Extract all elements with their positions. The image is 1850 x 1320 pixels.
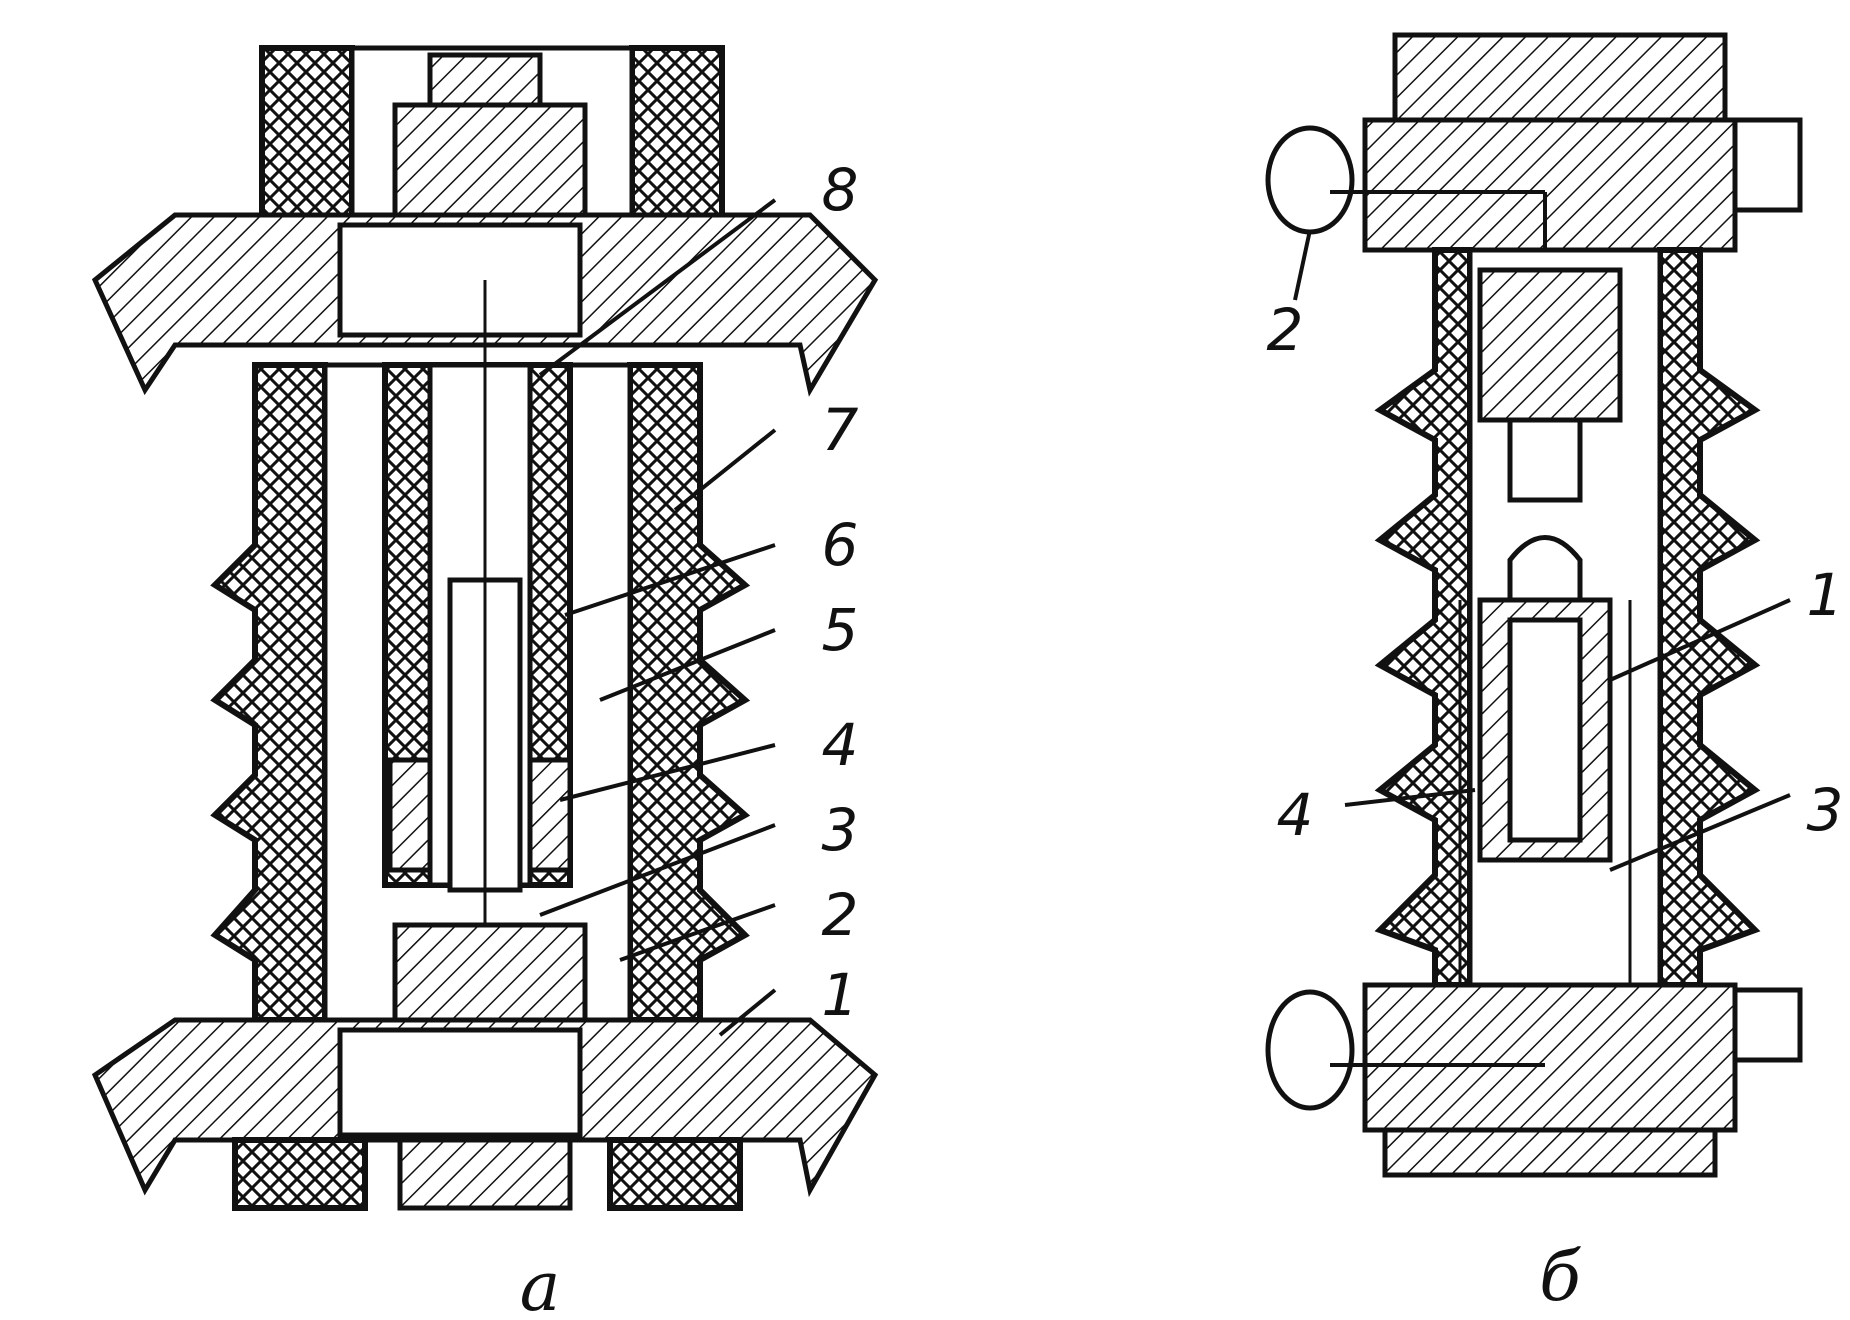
bottom-insulator-left bbox=[232, 1137, 368, 1211]
figure-a: 8 7 6 5 4 3 2 1 а bbox=[91, 45, 879, 1320]
leader-b-3 bbox=[1609, 793, 1791, 872]
left-shed-body bbox=[1374, 247, 1473, 988]
label-6: 6 bbox=[822, 511, 859, 579]
bottom-insulator-right bbox=[607, 1137, 743, 1211]
leader-b-4 bbox=[1344, 788, 1476, 807]
label-3: 3 bbox=[822, 796, 859, 864]
right-shed-body bbox=[1657, 247, 1761, 988]
caption-b: б bbox=[1539, 1238, 1581, 1317]
label-7: 7 bbox=[822, 396, 859, 464]
upper-contact bbox=[1477, 267, 1623, 423]
bottom-flange-bore bbox=[337, 1027, 583, 1138]
leader-3 bbox=[539, 823, 776, 917]
leader-4 bbox=[559, 743, 776, 802]
top-contact-block bbox=[392, 102, 588, 218]
label-b-2: 2 bbox=[1267, 296, 1304, 364]
leader-5 bbox=[599, 628, 776, 702]
element-dome bbox=[1507, 535, 1583, 603]
label-1: 1 bbox=[822, 961, 859, 1029]
element-core bbox=[1507, 617, 1583, 843]
left-insulator-body bbox=[210, 362, 328, 1023]
top-insulator-right bbox=[629, 45, 725, 223]
leader-b-2 bbox=[1293, 229, 1312, 301]
top-terminal bbox=[427, 52, 543, 108]
right-insulator-body bbox=[627, 362, 751, 1023]
top-head-upper bbox=[1392, 32, 1728, 123]
top-ring bbox=[1265, 125, 1355, 235]
seal-left bbox=[387, 757, 433, 873]
figure-b: 2 4 1 3 б bbox=[1265, 32, 1844, 1317]
bottom-terminal bbox=[397, 1137, 573, 1211]
label-5: 5 bbox=[822, 596, 859, 664]
label-b-1: 1 bbox=[1807, 561, 1844, 629]
seal-right bbox=[527, 757, 573, 873]
label-4: 4 bbox=[822, 711, 859, 779]
bottom-side-terminal bbox=[1732, 987, 1803, 1063]
leader-7 bbox=[673, 428, 777, 512]
bottom-base bbox=[1382, 1127, 1718, 1178]
label-2: 2 bbox=[822, 881, 859, 949]
label-b-4: 4 bbox=[1277, 781, 1314, 849]
leader-6 bbox=[564, 543, 776, 617]
top-insulator-left bbox=[259, 45, 355, 223]
leader-b-1 bbox=[1609, 598, 1791, 682]
leader-1 bbox=[718, 988, 777, 1037]
upper-contact-tip bbox=[1507, 417, 1583, 503]
label-b-3: 3 bbox=[1807, 776, 1844, 844]
top-head-lower bbox=[1362, 117, 1738, 253]
caption-a: а bbox=[520, 1248, 561, 1320]
bottom-ring bbox=[1265, 989, 1355, 1111]
top-side-terminal bbox=[1732, 117, 1803, 213]
bottom-contact-block bbox=[392, 922, 588, 1028]
bottom-head bbox=[1362, 982, 1738, 1133]
leader-8 bbox=[538, 198, 777, 377]
top-flange-bore bbox=[337, 222, 583, 338]
label-8: 8 bbox=[822, 156, 859, 224]
leader-2 bbox=[619, 903, 776, 962]
